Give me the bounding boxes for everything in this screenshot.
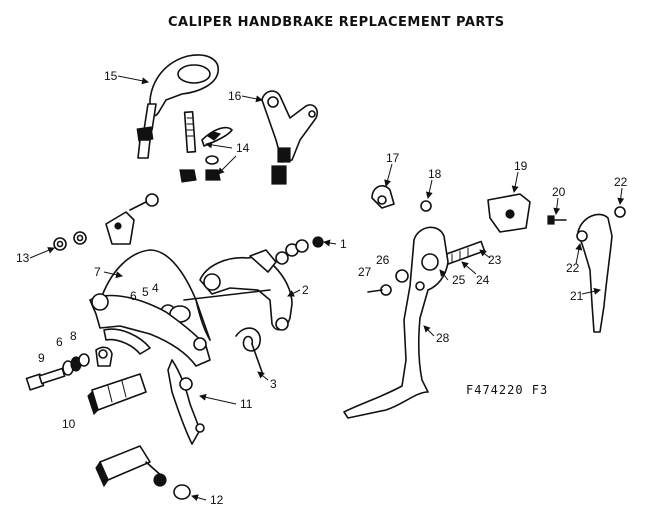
callout-11: 11 xyxy=(240,397,253,411)
part-21-lever xyxy=(576,213,613,333)
callout-21: 21 xyxy=(570,289,584,303)
part-14-bolt xyxy=(179,110,233,183)
callout-2: 2 xyxy=(302,283,309,297)
part-22-nuts xyxy=(614,206,626,218)
callout-7: 7 xyxy=(94,265,101,279)
callout-27: 27 xyxy=(358,265,372,279)
callout-1: 1 xyxy=(340,237,347,251)
callout-4: 4 xyxy=(152,281,159,295)
figure-code: F474220 F3 xyxy=(466,383,548,397)
part-26-27-washer-screw xyxy=(367,269,409,296)
callout-26: 26 xyxy=(376,253,390,267)
callout-13: 13 xyxy=(16,251,30,265)
part-11-caliper xyxy=(89,293,211,445)
callout-10: 10 xyxy=(62,417,76,431)
callout-8: 8 xyxy=(70,329,77,343)
callout-labels: 15 16 14 13 1 2 7 6 5 4 3 11 9 6 8 10 12… xyxy=(16,69,628,507)
part-16-lever xyxy=(261,90,319,185)
callout-6-top: 6 xyxy=(130,289,137,303)
callout-19: 19 xyxy=(514,159,528,173)
part-13-hardware xyxy=(53,193,159,251)
part-28-lever-arm xyxy=(343,226,449,419)
callout-18: 18 xyxy=(428,167,442,181)
callout-22-bottom: 22 xyxy=(566,261,580,275)
part-3-spring xyxy=(235,327,263,373)
leader-lines xyxy=(29,75,625,502)
callout-14: 14 xyxy=(236,141,250,155)
callout-24: 24 xyxy=(476,273,490,287)
callout-5: 5 xyxy=(142,285,149,299)
part-19-bracket xyxy=(487,193,531,233)
callout-12: 12 xyxy=(210,493,224,507)
part-20-screw xyxy=(547,215,567,225)
part-1-washers xyxy=(275,236,324,265)
callout-3: 3 xyxy=(270,377,277,391)
callout-15: 15 xyxy=(104,69,118,83)
callout-16: 16 xyxy=(228,89,242,103)
part-12-brake-shoe xyxy=(95,445,191,500)
part-10-brake-shoe xyxy=(87,373,147,416)
part-15-lever-clamp xyxy=(136,54,219,159)
callout-17: 17 xyxy=(386,151,400,165)
part-17-clip xyxy=(371,185,395,209)
callout-25: 25 xyxy=(452,273,466,287)
callout-9: 9 xyxy=(38,351,45,365)
diagram-title: CALIPER HANDBRAKE REPLACEMENT PARTS xyxy=(168,15,505,30)
part-18-nut xyxy=(420,200,432,212)
callout-23: 23 xyxy=(488,253,502,267)
callout-20: 20 xyxy=(552,185,566,199)
callout-22-top: 22 xyxy=(614,175,628,189)
callout-28: 28 xyxy=(436,331,450,345)
callout-6-bottom: 6 xyxy=(56,335,63,349)
part-9-8-6-bolt xyxy=(25,353,90,391)
